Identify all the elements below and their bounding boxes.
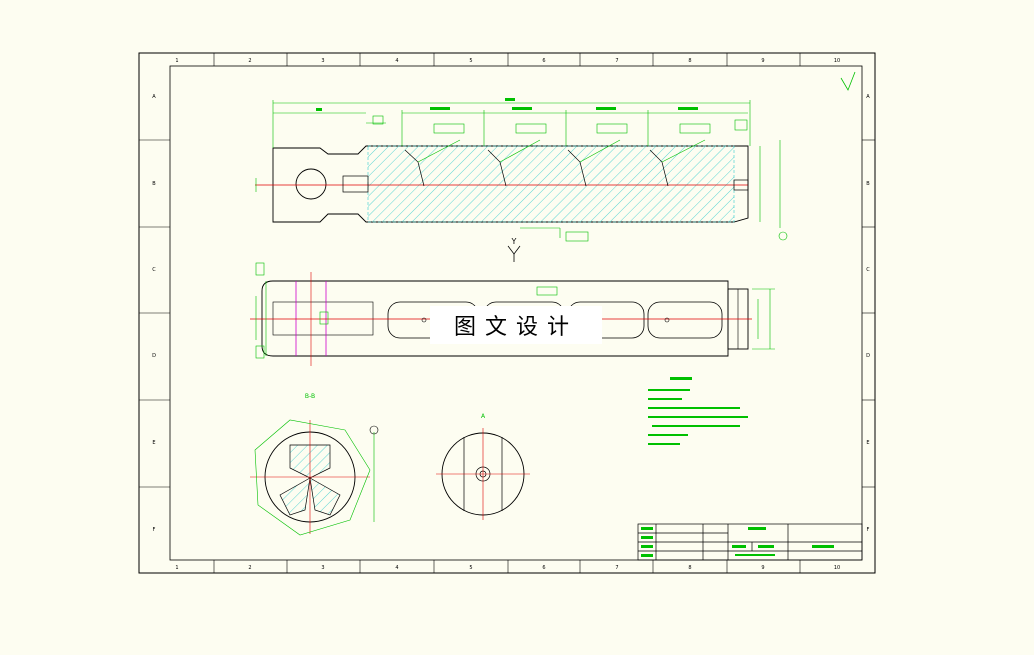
- hatched-region: [367, 145, 735, 223]
- row-marker: D: [152, 353, 156, 359]
- column-markers-bottom: 1 2 3 4 5 6 7 8 9 10: [175, 565, 840, 571]
- column-marker: 8: [688, 58, 691, 64]
- technical-requirements-block: [648, 377, 748, 445]
- column-zone-ticks: [139, 53, 875, 573]
- column-markers-top: 1 2 3 4 5 6 7 8 9 10: [175, 58, 840, 64]
- shaft-outline: [272, 145, 749, 223]
- end-view-a: [436, 428, 530, 520]
- column-marker: 6: [542, 565, 545, 571]
- front-section-view: [255, 139, 749, 223]
- row-marker: C: [866, 267, 870, 273]
- title-block-text-bars: [641, 527, 834, 557]
- column-marker: 4: [395, 565, 398, 571]
- watermark-label: 图文设计: [430, 306, 602, 344]
- surface-roughness-symbol: [840, 71, 856, 91]
- row-marker: E: [866, 440, 869, 446]
- feature-control-frames: [372, 115, 788, 242]
- pin-hole: [295, 168, 327, 200]
- column-marker: 8: [688, 565, 691, 571]
- column-marker: 1: [175, 58, 178, 64]
- slot: [647, 301, 723, 339]
- view-label-y: Y: [511, 237, 517, 246]
- column-marker: 2: [248, 565, 251, 571]
- column-marker: 10: [834, 565, 840, 571]
- column-marker: 9: [761, 58, 764, 64]
- top-view-dimensions: [255, 262, 775, 359]
- column-marker: 7: [615, 565, 618, 571]
- column-marker: 3: [321, 58, 324, 64]
- view-label-a: A: [481, 413, 486, 420]
- row-marker: B: [866, 181, 870, 187]
- oblique-leaders: [417, 139, 706, 163]
- row-markers-right: A B C D E F: [866, 94, 870, 533]
- row-marker: A: [866, 94, 870, 100]
- column-marker: 5: [469, 565, 472, 571]
- view-arrow-y: [507, 245, 521, 262]
- row-marker: F: [153, 527, 156, 533]
- row-marker: F: [867, 527, 870, 533]
- front-view-dimensions: [255, 100, 781, 238]
- row-marker: D: [866, 353, 870, 359]
- column-marker: 10: [834, 58, 840, 64]
- row-marker: C: [152, 267, 156, 273]
- row-marker: B: [152, 181, 156, 187]
- column-marker: 6: [542, 58, 545, 64]
- dimension-value-bars: [316, 98, 698, 111]
- column-marker: 9: [761, 565, 764, 571]
- column-marker: 5: [469, 58, 472, 64]
- column-marker: 1: [175, 565, 178, 571]
- row-markers-left: A B C D E F: [152, 94, 156, 533]
- section-b-b: [250, 419, 379, 536]
- view-label-section-b-b: B-B: [305, 393, 315, 400]
- counterbore: [342, 175, 369, 193]
- row-marker: E: [152, 440, 155, 446]
- row-marker: A: [152, 94, 156, 100]
- column-marker: 3: [321, 565, 324, 571]
- column-marker: 4: [395, 58, 398, 64]
- title-block: [637, 523, 863, 561]
- column-marker: 7: [615, 58, 618, 64]
- column-marker: 2: [248, 58, 251, 64]
